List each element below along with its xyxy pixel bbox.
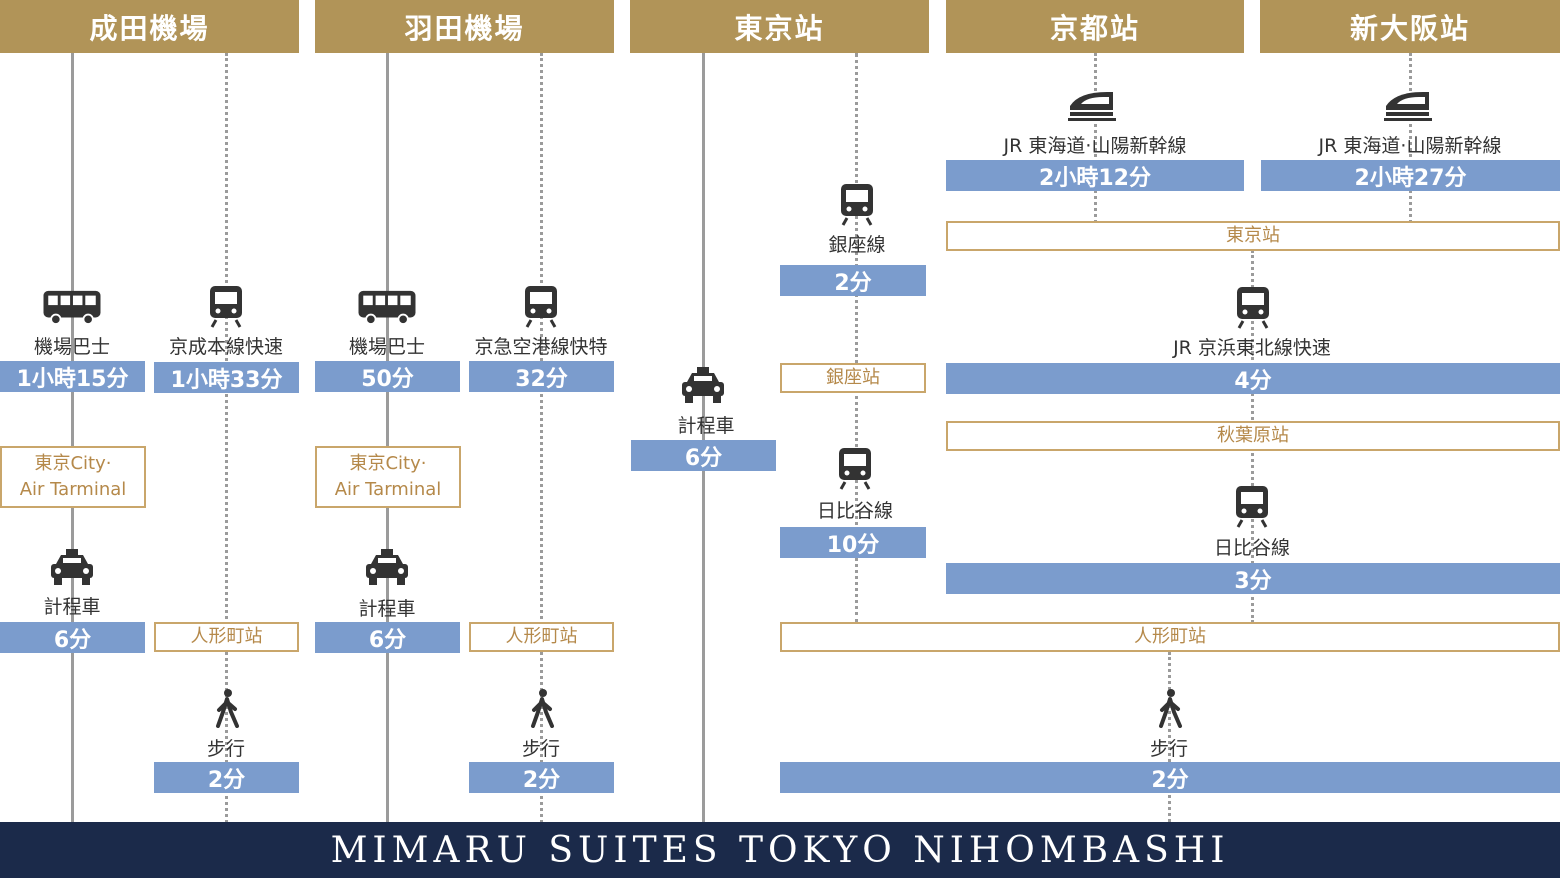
narita-rail-time: 1小時33分 — [154, 362, 299, 393]
shinosaka-mode-label: JR 東海道·山陽新幹線 — [1318, 135, 1502, 157]
route-line-kyoto — [1094, 53, 1097, 223]
shinkansen-mode2-label: 日比谷線 — [1213, 537, 1291, 559]
walk-icon — [1156, 688, 1186, 728]
shared-time: 2分 — [780, 762, 1560, 793]
train-icon — [1233, 285, 1273, 329]
taxi-icon — [48, 548, 96, 588]
route-line-shared-walk — [1168, 652, 1171, 822]
haneda-rail-time: 32分 — [469, 361, 614, 392]
tokyo-rail-time: 2分 — [780, 265, 926, 296]
origin-header-tokyo: 東京站 — [630, 0, 929, 53]
haneda-bus-stop: 東京City· Air Tarminal — [315, 446, 461, 508]
train-icon — [837, 182, 877, 226]
kyoto-time: 2小時12分 — [946, 160, 1244, 191]
origin-header-kyoto: 京都站 — [946, 0, 1244, 53]
shinkansen-time2: 3分 — [946, 563, 1560, 594]
haneda-bus-mode2-label: 計程車 — [358, 598, 416, 620]
walk-icon — [528, 688, 558, 728]
route-line-haneda-bus — [386, 53, 389, 823]
shinosaka-time: 2小時27分 — [1261, 160, 1560, 191]
shinkansen-icon — [1067, 88, 1117, 122]
tokyo-rail-mode2-label: 日比谷線 — [816, 500, 894, 522]
haneda-bus-time2: 6分 — [315, 622, 460, 653]
narita-rail-mode2-label: 步行 — [206, 738, 246, 760]
tokyo-taxi-mode-label: 計程車 — [677, 415, 735, 437]
route-line-tokyo-rail — [855, 53, 858, 623]
tokyo-taxi-time: 6分 — [631, 440, 776, 471]
route-line-shinosaka — [1409, 53, 1412, 223]
route-line-tokyo-taxi — [702, 53, 705, 823]
origin-header-shinosaka: 新大阪站 — [1260, 0, 1560, 53]
haneda-bus-mode-label: 機場巴士 — [348, 336, 426, 358]
taxi-icon — [363, 548, 411, 588]
narita-bus-stop: 東京City· Air Tarminal — [0, 446, 146, 508]
route-line-narita-bus — [71, 53, 74, 823]
tokyo-rail-mode-label: 銀座線 — [828, 234, 886, 256]
shinkansen-time1: 4分 — [946, 363, 1560, 394]
taxi-icon — [679, 366, 727, 406]
route-line-haneda-rail — [540, 53, 543, 823]
walk-icon — [213, 688, 243, 728]
haneda-bus-time: 50分 — [315, 361, 460, 392]
origin-header-haneda: 羽田機場 — [315, 0, 614, 53]
tokyo-rail-time2: 10分 — [780, 527, 926, 558]
narita-rail-mode-label: 京成本線快速 — [168, 336, 284, 358]
narita-bus-mode-label: 機場巴士 — [33, 336, 111, 358]
narita-rail-stop: 人形町站 — [154, 622, 299, 652]
haneda-rail-mode2-label: 步行 — [521, 738, 561, 760]
narita-bus-time2: 6分 — [0, 622, 145, 653]
narita-bus-time: 1小時15分 — [0, 361, 145, 392]
narita-bus-mode2-label: 計程車 — [43, 596, 101, 618]
origin-header-narita: 成田機場 — [0, 0, 299, 53]
haneda-rail-stop: 人形町站 — [469, 622, 614, 652]
haneda-rail-time2: 2分 — [469, 762, 614, 793]
train-icon — [521, 284, 561, 328]
shinkansen-icon — [1383, 88, 1433, 122]
shared-mode-label: 步行 — [1149, 738, 1189, 760]
haneda-rail-mode-label: 京急空港線快特 — [474, 336, 608, 358]
bus-icon — [355, 288, 419, 326]
kyoto-mode-label: JR 東海道·山陽新幹線 — [1003, 135, 1187, 157]
train-icon — [1232, 484, 1272, 528]
shared-stop-ningyocho: 人形町站 — [780, 622, 1560, 652]
train-icon — [835, 446, 875, 490]
destination-banner: MIMARU SUITES TOKYO NIHOMBASHI — [0, 822, 1560, 878]
shinkansen-stop-tokyo: 東京站 — [946, 221, 1560, 251]
bus-icon — [40, 288, 104, 326]
narita-rail-time2: 2分 — [154, 762, 299, 793]
tokyo-rail-stop: 銀座站 — [780, 363, 926, 393]
route-line-narita-rail — [225, 53, 228, 823]
train-icon — [206, 284, 246, 328]
shinkansen-stop-akihabara: 秋葉原站 — [946, 421, 1560, 451]
shinkansen-mode1-label: JR 京浜東北線快速 — [1173, 337, 1331, 359]
